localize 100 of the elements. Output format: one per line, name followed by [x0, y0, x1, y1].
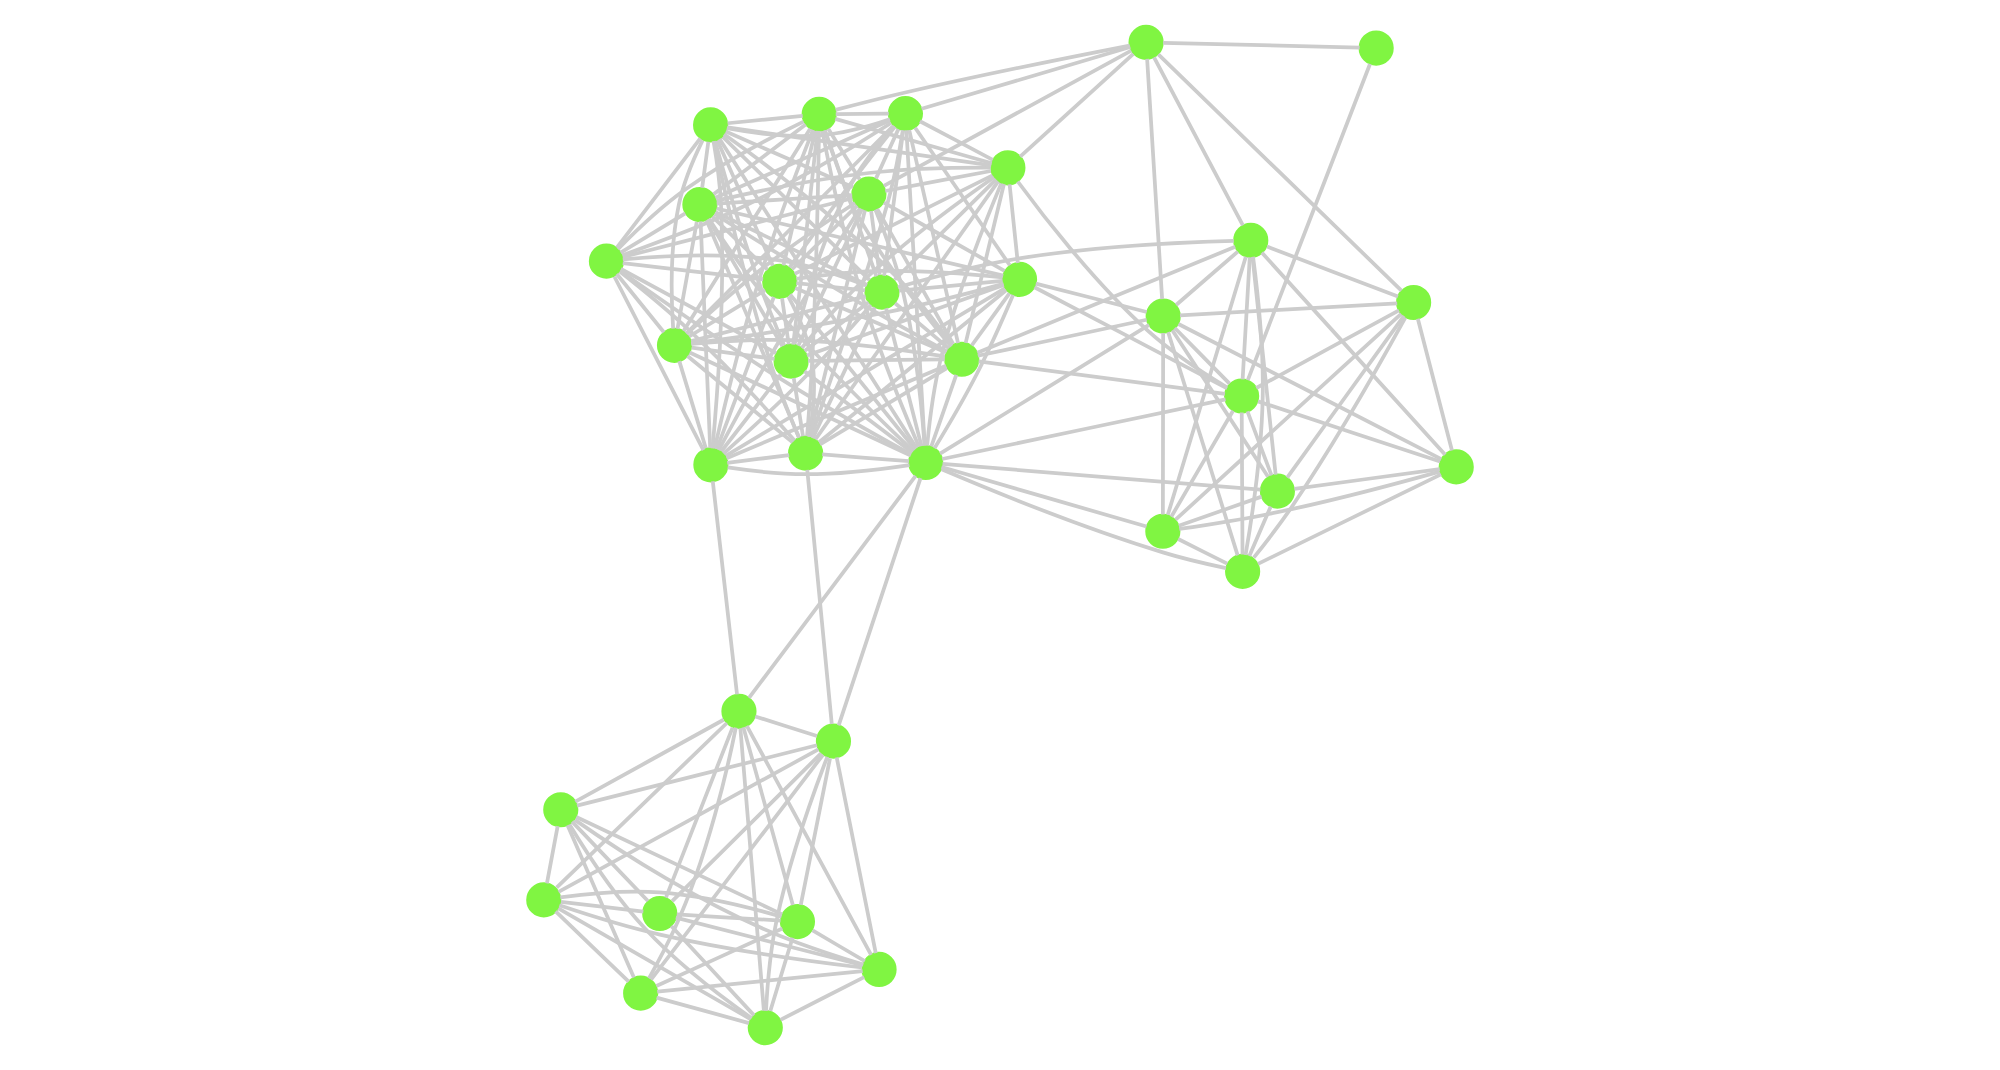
connector [794, 286, 947, 355]
connector [706, 218, 785, 348]
connector [714, 118, 891, 200]
connector [882, 130, 906, 276]
connector [1161, 333, 1166, 515]
connector [618, 270, 796, 442]
connector [619, 269, 912, 456]
connector [691, 282, 1005, 346]
connector [754, 714, 818, 738]
connector [621, 121, 893, 258]
connector [710, 141, 724, 449]
node-circle [1438, 449, 1474, 485]
connector [893, 178, 998, 282]
connector [700, 141, 711, 188]
connector [1007, 184, 1020, 264]
connector [727, 463, 910, 477]
connector [622, 261, 764, 282]
connector [570, 820, 650, 903]
node-circle [851, 176, 887, 212]
connector [725, 129, 854, 189]
connector [619, 211, 687, 255]
connector [1245, 410, 1274, 477]
connector [713, 141, 786, 347]
connector [1169, 409, 1235, 518]
connector [616, 119, 805, 251]
connector [686, 354, 794, 444]
connector [656, 995, 750, 1025]
connector [874, 128, 901, 180]
connector [574, 718, 725, 804]
connector [722, 132, 954, 347]
connector [940, 467, 1227, 570]
connector [835, 111, 889, 117]
connector [1285, 314, 1406, 479]
node-circle [779, 904, 816, 940]
connector [560, 900, 644, 914]
node-circle [887, 96, 923, 132]
connector [558, 903, 863, 970]
connector [805, 469, 834, 725]
connector [875, 207, 955, 345]
connector [664, 726, 735, 899]
node-circle [861, 951, 897, 988]
connector [711, 215, 769, 272]
connector [712, 129, 815, 449]
connector [822, 129, 953, 348]
connector [612, 275, 706, 451]
connector [925, 182, 1003, 446]
connector [688, 350, 912, 458]
connector [898, 279, 1003, 293]
connector [1294, 467, 1440, 491]
node-circle [1225, 553, 1261, 589]
connector [805, 131, 821, 437]
connector [725, 364, 947, 460]
connector [557, 906, 752, 1021]
connector [1243, 256, 1265, 556]
connector [685, 201, 857, 336]
connector [811, 928, 866, 963]
connector [670, 752, 823, 903]
node-circle [1396, 284, 1432, 321]
node-circle [1358, 30, 1394, 66]
connector [977, 317, 1148, 358]
connector [622, 253, 868, 288]
node-circle [1224, 378, 1260, 414]
connector [712, 140, 801, 439]
connector [716, 206, 1004, 278]
connector [1152, 56, 1245, 227]
connector [712, 123, 807, 196]
connector [716, 165, 991, 203]
connector [657, 969, 863, 994]
node-circle [682, 187, 718, 223]
connector [835, 43, 1131, 112]
connector [1260, 251, 1447, 456]
connector [727, 125, 992, 168]
node-circle [693, 107, 729, 143]
connector [893, 301, 950, 350]
node-circle [693, 447, 729, 483]
connector [615, 137, 702, 249]
connector [913, 126, 1012, 267]
connector [904, 130, 927, 446]
connector [1246, 63, 1372, 381]
connector [932, 294, 1015, 450]
connector [575, 815, 783, 917]
node-circle [990, 150, 1026, 186]
node-circle [1145, 298, 1181, 334]
connector [806, 283, 1005, 358]
connector [724, 286, 1006, 458]
connector [796, 281, 866, 293]
connector [560, 889, 783, 919]
connector [1016, 180, 1228, 389]
node-circle [762, 263, 798, 299]
node-circle [944, 341, 980, 377]
connector [1255, 308, 1400, 390]
connector [715, 296, 776, 450]
node-circle [788, 435, 824, 471]
connector [809, 130, 905, 438]
connector [942, 461, 1261, 492]
connector [719, 373, 783, 453]
connector [1250, 257, 1278, 475]
connector [1018, 52, 1135, 158]
node-circle [656, 327, 693, 363]
connector [691, 345, 775, 361]
